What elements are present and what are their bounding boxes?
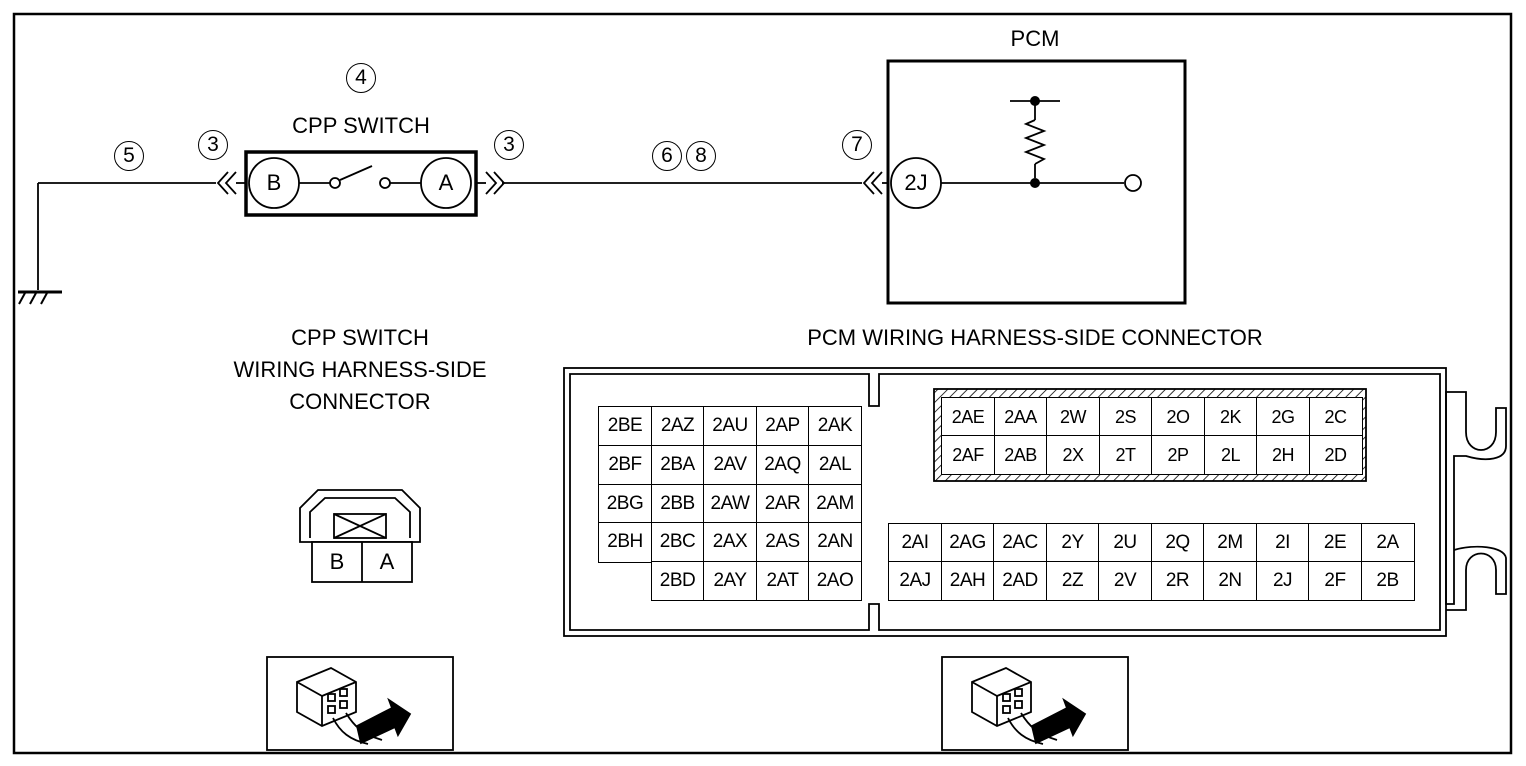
callout-7: 7	[842, 130, 872, 160]
callout-5: 5	[114, 141, 144, 171]
terminal-a-label: A	[438, 170, 454, 195]
callout-3-left: 3	[198, 130, 228, 160]
pcm-pin-2u: 2U	[1098, 523, 1152, 563]
connector-3-right-symbol	[485, 171, 506, 195]
pcm-pin-2aw: 2AW	[703, 483, 757, 524]
pcm-pin-2p: 2P	[1151, 435, 1205, 475]
pcm-pin-2ai: 2AI	[888, 523, 942, 563]
pcm-pin-2aq: 2AQ	[755, 444, 810, 486]
switch-contact-left	[329, 177, 341, 189]
pcm-pin-2ae: 2AE	[941, 397, 995, 437]
pcm-pin-2au: 2AU	[703, 406, 757, 447]
pcm-pin-2s: 2S	[1098, 397, 1153, 437]
pcm-pin-2al: 2AL	[808, 444, 862, 486]
switch-contact-right	[379, 177, 391, 189]
pcm-pin-2ab: 2AB	[993, 435, 1048, 475]
cpp-view-icon	[296, 667, 412, 745]
pcm-pin-2ad: 2AD	[993, 561, 1047, 601]
pcm-pin-2as: 2AS	[755, 522, 810, 563]
pcm-pin-2r: 2R	[1150, 561, 1205, 601]
outer-frame	[12, 12, 1513, 755]
pcm-pin-2aj: 2AJ	[888, 561, 942, 601]
connector-3-left-symbol	[216, 171, 237, 195]
cpp-connector-title-2: WIRING HARNESS-SIDE	[233, 357, 487, 382]
callout-8: 8	[686, 141, 716, 171]
pcm-pin-2n: 2N	[1203, 561, 1257, 601]
pcm-pin-2d: 2D	[1308, 435, 1363, 475]
pcm-pin-2l: 2L	[1203, 435, 1258, 475]
pcm-pin-2ba: 2BA	[650, 444, 705, 486]
pcm-pin-2av: 2AV	[703, 444, 757, 486]
pcm-pin-2v: 2V	[1098, 561, 1152, 601]
pcm-pin-2bc: 2BC	[650, 522, 705, 563]
pcm-pin-2a: 2A	[1360, 523, 1415, 563]
pcm-junction	[1030, 178, 1040, 188]
pcm-pin-2ap: 2AP	[755, 406, 810, 447]
callout-3-right: 3	[494, 130, 524, 160]
cpp-connector-title-3: CONNECTOR	[289, 389, 431, 414]
pcm-pin-2m: 2M	[1203, 523, 1257, 563]
pcm-pin-2af: 2AF	[941, 435, 995, 475]
pcm-connector-title: PCM WIRING HARNESS-SIDE CONNECTOR	[807, 325, 1263, 350]
pcm-pin-2e: 2E	[1308, 523, 1362, 563]
pcm-pin-2x: 2X	[1046, 435, 1100, 475]
pcm-pin-2ah: 2AH	[940, 561, 995, 601]
pcm-pin-2ay: 2AY	[703, 561, 757, 602]
cpp-connector-face	[299, 489, 421, 583]
pcm-pin-2y: 2Y	[1045, 523, 1100, 563]
pcm-pin-2aa: 2AA	[993, 397, 1048, 437]
pcm-pin-2b: 2B	[1360, 561, 1415, 601]
pcm-pin-2ag: 2AG	[940, 523, 995, 563]
pcm-pin-2be: 2BE	[598, 406, 652, 447]
callout-4: 4	[346, 63, 376, 93]
pcm-pin-2z: 2Z	[1045, 561, 1100, 601]
pcm-pin-2bg: 2BG	[598, 483, 652, 524]
pcm-title: PCM	[1010, 26, 1060, 51]
pcm-pin-2t: 2T	[1098, 435, 1153, 475]
pcm-view-icon	[971, 667, 1087, 745]
pcm-pin-2at: 2AT	[755, 561, 810, 602]
pcm-pin-2bf: 2BF	[598, 444, 652, 486]
callout-6: 6	[652, 141, 682, 171]
pcm-pin-2h: 2H	[1256, 435, 1310, 475]
pcm-pin-2q: 2Q	[1150, 523, 1205, 563]
pcm-output-node	[1124, 174, 1142, 192]
pcm-pin-2i: 2I	[1255, 523, 1310, 563]
pcm-pin-2am: 2AM	[808, 483, 862, 524]
pcm-pin-2ao: 2AO	[808, 561, 862, 602]
pcm-pin-2bb: 2BB	[650, 483, 705, 524]
cpp-pin-a: A	[379, 549, 395, 574]
pcm-pin-2j: 2J	[1255, 561, 1310, 601]
pcm-pin-2bh: 2BH	[598, 522, 652, 563]
pcm-pin-2c: 2C	[1308, 397, 1363, 437]
pcm-pin-2w: 2W	[1046, 397, 1100, 437]
pcm-pin-2o: 2O	[1151, 397, 1205, 437]
ground-symbol	[18, 183, 62, 305]
pcm-pin-2ax: 2AX	[703, 522, 757, 563]
terminal-2j-label: 2J	[904, 170, 928, 195]
pcm-pin-2ar: 2AR	[755, 483, 810, 524]
cpp-connector-title-1: CPP SWITCH	[291, 325, 429, 350]
pull-up-resistor	[1023, 119, 1047, 165]
pcm-pin-2ac: 2AC	[993, 523, 1047, 563]
pcm-pin-2az: 2AZ	[650, 406, 705, 447]
terminal-b-label: B	[266, 170, 282, 195]
connector-7-symbol	[862, 171, 883, 195]
pcm-pin-2f: 2F	[1308, 561, 1362, 601]
switch-blade	[339, 165, 373, 181]
pcm-pin-2bd: 2BD	[650, 561, 705, 602]
pcm-pin-2g: 2G	[1256, 397, 1310, 437]
pcm-pin-2ak: 2AK	[808, 406, 862, 447]
pcm-pin-2k: 2K	[1203, 397, 1258, 437]
pcm-pin-2an: 2AN	[808, 522, 862, 563]
cpp-pin-b: B	[329, 549, 345, 574]
cpp-switch-title: CPP SWITCH	[292, 113, 430, 138]
